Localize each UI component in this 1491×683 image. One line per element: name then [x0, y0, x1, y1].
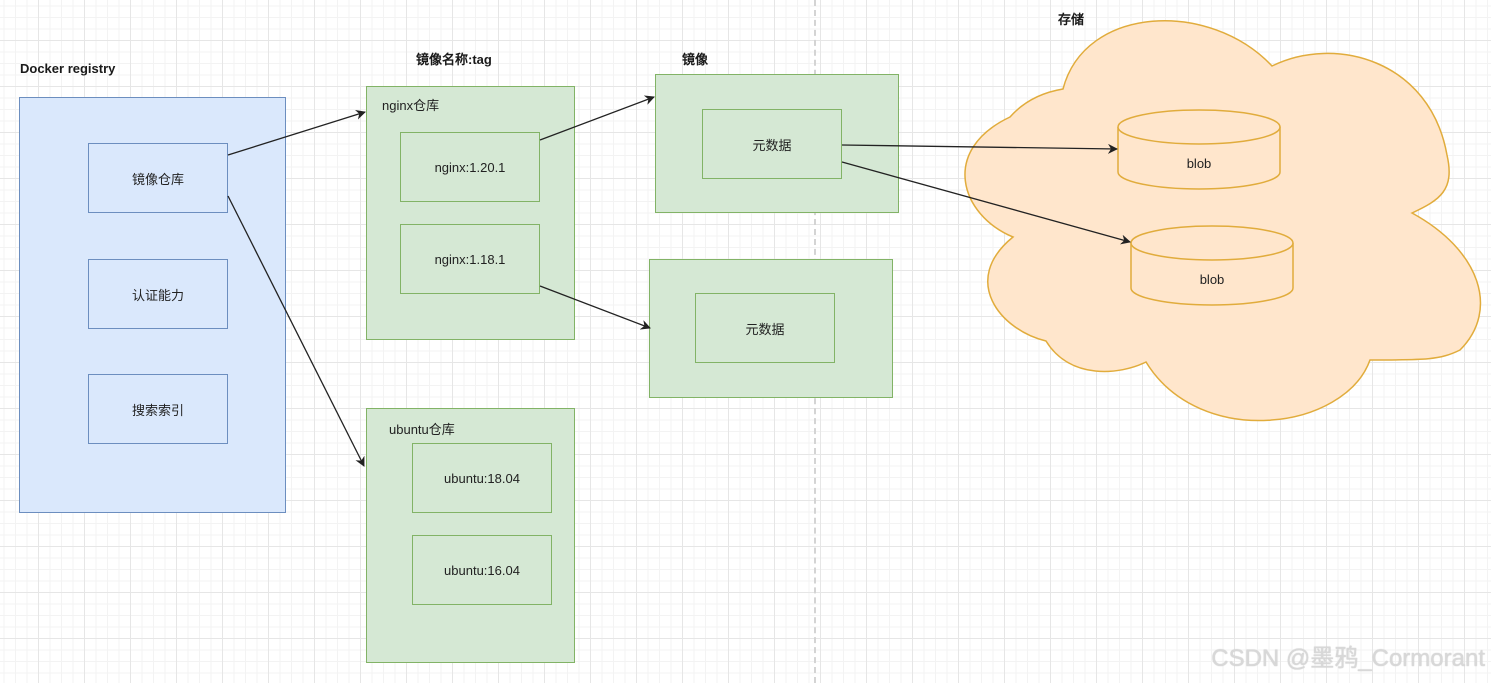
watermark: CSDN @墨鸦_Cormorant [1211, 645, 1485, 672]
registry-item-image-repo[interactable]: 镜像仓库 [88, 143, 228, 213]
storage-title: 存储 [1058, 12, 1085, 27]
tag-nginx-1-20-1[interactable]: nginx:1.20.1 [400, 132, 540, 202]
image-title: 镜像 [682, 52, 709, 67]
storage-cloud[interactable] [964, 20, 1482, 422]
blob-label-2: blob [1199, 271, 1225, 287]
tag-ubuntu-18-04[interactable]: ubuntu:18.04 [412, 443, 552, 513]
name-tag-title: 镜像名称:tag [416, 52, 492, 67]
tag-ubuntu-16-04[interactable]: ubuntu:16.04 [412, 535, 552, 605]
registry-item-search-index[interactable]: 搜索索引 [88, 374, 228, 444]
blob-label-1: blob [1186, 155, 1212, 171]
ubuntu-repository-title: ubuntu仓库 [389, 422, 455, 437]
nginx-repository[interactable]: nginx仓库 [366, 86, 575, 340]
registry-item-auth[interactable]: 认证能力 [88, 259, 228, 329]
image-2-metadata[interactable]: 元数据 [695, 293, 835, 363]
tag-nginx-1-18-1[interactable]: nginx:1.18.1 [400, 224, 540, 294]
image-1-metadata[interactable]: 元数据 [702, 109, 842, 179]
registry-title: Docker registry [20, 61, 116, 76]
nginx-repository-title: nginx仓库 [382, 98, 440, 113]
